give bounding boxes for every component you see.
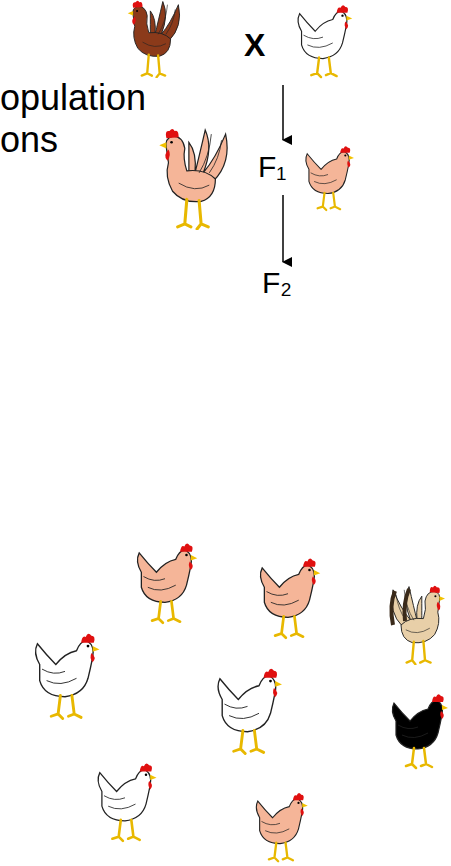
generation-label: F₂ [262, 266, 292, 299]
f2-patterned-rooster [391, 586, 445, 664]
brown-rooster [128, 1, 180, 77]
cross-arrow [282, 85, 284, 140]
f2-white-hen [218, 669, 282, 754]
f2-white-hen [98, 763, 156, 840]
f1-rooster [159, 129, 227, 229]
white-hen [298, 5, 352, 77]
f2-white-hen [36, 634, 100, 719]
f2-peach-hen [137, 543, 197, 622]
cross-symbol: X [244, 28, 265, 63]
cut-off-text: opulation [0, 78, 146, 118]
f2-peach-hen [256, 793, 307, 861]
f2-black-hen [392, 694, 448, 768]
generation-label: F₁ [258, 150, 286, 183]
f1-hen [306, 146, 354, 210]
cut-off-text: ons [0, 120, 58, 160]
cross-arrow [282, 195, 284, 262]
f2-peach-hen [260, 558, 320, 637]
